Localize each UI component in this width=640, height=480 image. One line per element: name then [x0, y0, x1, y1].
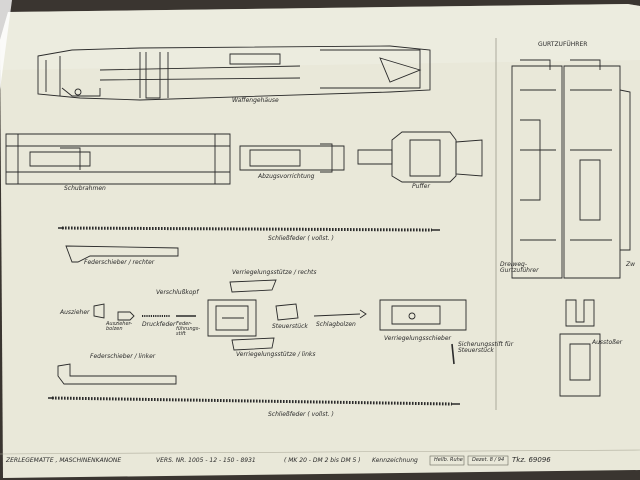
footer-title: ZERLEGEMATTE , MASCHINENKANONE [6, 457, 122, 464]
label-trigger: Abzugsvorrichtung [258, 173, 315, 180]
label-right-edge: Zw [626, 261, 636, 268]
label-lock-support-right: Verriegelungsstütze / rechts [232, 269, 317, 276]
feed-slide-right-part [65, 245, 179, 263]
buffer-part [357, 131, 483, 183]
bolt-head-part [207, 299, 257, 337]
stamp-box-1 [429, 455, 465, 466]
label-receiver: Waffengehäuse [232, 97, 279, 104]
lock-support-right-part [229, 279, 277, 293]
feed-slide-left-part [57, 363, 177, 385]
label-extractor-pin: Auszieher-bolzen [106, 321, 133, 332]
recoil-spring-top-part [58, 226, 440, 232]
lock-support-left-part [231, 337, 275, 351]
safety-pin-part [451, 343, 455, 365]
locking-slide-part [379, 299, 467, 331]
footer-number: Tkz. 69096 [512, 456, 551, 464]
label-recoil-spring-top: Schließfeder ( vollst. ) [268, 235, 334, 242]
label-feed-slide-left: Federschieber / linker [90, 353, 156, 360]
footer-stamp-1: Hellb. Ruhe [434, 457, 463, 463]
label-spring-guide-pin: Feder-führungs-stift [176, 321, 201, 337]
belt-feeder-part [511, 59, 631, 279]
footer-marking: Kennzeichnung [372, 457, 418, 464]
label-bolt-head: Verschlußkopf [156, 289, 199, 296]
trigger-part [239, 143, 345, 173]
pusher-part [559, 299, 601, 397]
label-belt-feeder: GURTZUFÜHRER [538, 41, 588, 48]
label-lock-support-left: Verriegelungsstütze / links [236, 351, 316, 358]
label-locking-slide: Verriegelungsschieber [384, 335, 451, 342]
label-extractor: Auszieher [60, 309, 90, 316]
extractor-pin-part [117, 311, 135, 321]
paper-sheet [0, 4, 640, 478]
recoil-spring-bottom-part [48, 396, 460, 406]
footer-model: ( MK 20 - DM 2 bis DM 5 ) [284, 457, 361, 464]
label-slide-frame: Schubrahmen [64, 185, 106, 192]
label-buffer: Puffer [412, 183, 430, 190]
extractor-part [93, 303, 105, 319]
label-three-way-feeder: Dreiweg-Gurtzuführer [500, 261, 539, 274]
label-recoil-spring-bottom: Schließfeder ( vollst. ) [268, 411, 334, 418]
footer-version: VERS. NR. 1005 - 12 - 150 - 8931 [156, 457, 256, 464]
label-control-piece: Steuerstück [272, 323, 308, 330]
firing-pin-part [313, 309, 367, 319]
stamp-box-2 [467, 455, 509, 466]
label-pusher: Ausstoßer [592, 339, 623, 346]
receiver-part [37, 45, 431, 101]
footer-stamp-2: Dezet. 8 / 94 [472, 457, 505, 463]
label-safety-pin: Sicherungsstift für Steuerstück [458, 341, 514, 354]
label-firing-pin: Schlagbolzen [316, 321, 356, 328]
label-pressure-spring: Druckfeder [142, 321, 176, 328]
label-feed-slide-right: Federschieber / rechter [84, 259, 155, 266]
slide-frame-part [5, 133, 231, 185]
control-piece-part [275, 303, 299, 321]
